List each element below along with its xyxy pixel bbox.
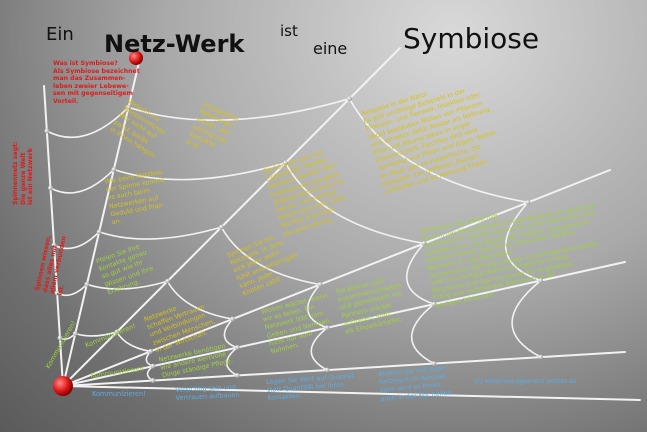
web-knot [57, 335, 63, 341]
web-knot [218, 224, 224, 230]
title-word-netzwerk: Netz-Werk [104, 30, 245, 58]
web-knot [126, 104, 131, 110]
web-knot [324, 367, 330, 373]
web-knot [44, 128, 50, 134]
web-spoke [62, 351, 626, 387]
web-knot [84, 281, 90, 287]
web-knot [230, 316, 235, 322]
symbiose-definition-text: Was ist Symbiose? Als Symbiose bezeichne… [53, 60, 140, 105]
web-top-node [129, 51, 143, 65]
web-knot [111, 167, 117, 172]
web-knot [148, 349, 153, 354]
web-knot [165, 278, 170, 284]
web-knot [317, 282, 323, 287]
web-knot [431, 301, 437, 307]
spoke-label-4: Kommunizieren! [92, 390, 146, 398]
text-block-b1: Wie beim Netzbau der Spinne kommt es auc… [104, 167, 165, 227]
web-knot [525, 200, 531, 205]
title-word-ist: ist [280, 22, 298, 40]
title-word-eine: eine [313, 39, 348, 58]
web-spoke [62, 47, 401, 387]
web-spoke [62, 169, 611, 387]
web-knot [96, 229, 102, 235]
web-knot [72, 331, 78, 336]
web-knot [54, 290, 60, 296]
web-knot [234, 345, 240, 350]
title-word-symbiose: Symbiose [403, 22, 540, 55]
web-knot [150, 363, 156, 369]
web-knot [431, 361, 437, 366]
copyright-text: (c) www.management-poster.de [474, 377, 577, 385]
web-spoke [62, 261, 626, 387]
text-block-h1: Vorsichtig sein und Vertrauen aufbauen [175, 382, 240, 403]
side-text-upper: Spinnennetz sagt: Die ganze Welt ist ein… [12, 141, 35, 205]
text-block-h3: Bleiben Sie mit Ihrem Netzwerk im Kontak… [378, 363, 454, 403]
web-knot [538, 278, 544, 283]
web-knot [150, 378, 156, 383]
web-knot [48, 185, 53, 191]
web-hub-node [53, 376, 73, 396]
web-knot [324, 325, 330, 331]
web-knot [234, 373, 240, 378]
web-knot [347, 96, 352, 102]
web-knot [538, 354, 544, 360]
title-word-ein: Ein [46, 24, 74, 45]
web-knot [51, 242, 57, 248]
web-knot [421, 241, 427, 246]
web-knot [283, 160, 288, 166]
web-knot [114, 329, 120, 335]
web-spoke [62, 385, 641, 401]
